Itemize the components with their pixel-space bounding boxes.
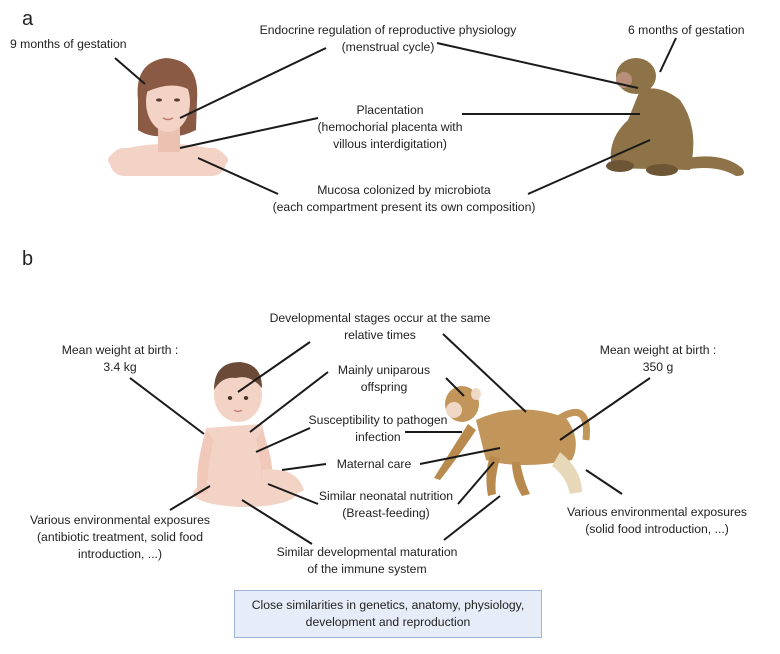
endocrine-label: Endocrine regulation of reproductive phy… <box>259 23 517 54</box>
developmental-stages-label: Developmental stages occur at the same r… <box>269 311 491 342</box>
human-birth-weight-label: Mean weight at birth : 3.4 kg <box>61 343 179 374</box>
immune-maturation-label: Similar developmental maturation of the … <box>276 545 458 576</box>
pathogen-label: Susceptibility to pathogen infection <box>308 413 448 444</box>
maternal-care-label: Maternal care <box>336 457 412 471</box>
mucosa-label: Mucosa colonized by microbiota (each com… <box>272 183 536 214</box>
uniparous-label: Mainly uniparous offspring <box>337 363 431 394</box>
panel-b-letter: b <box>22 248 34 270</box>
infant-macaque-illustration <box>434 386 590 496</box>
baby-illustration <box>193 362 304 507</box>
human-gestation-label: 9 months of gestation <box>10 37 127 51</box>
human-environment-label: Various environmental exposures (antibio… <box>30 513 210 561</box>
summary-box: Close similarities in genetics, anatomy,… <box>234 590 542 638</box>
placentation-label: Placentation (hemochorial placenta with … <box>317 103 463 151</box>
adult-macaque-illustration <box>606 58 744 176</box>
macaque-environment-label: Various environmental exposures (solid f… <box>567 505 747 536</box>
macaque-birth-weight-label: Mean weight at birth : 350 g <box>599 343 717 374</box>
panel-a-connectors <box>114 37 677 195</box>
panel-a-letter: a <box>22 8 34 30</box>
neonatal-nutrition-label: Similar neonatal nutrition (Breast-feedi… <box>318 489 454 520</box>
woman-illustration <box>108 58 228 176</box>
macaque-gestation-label: 6 months of gestation <box>628 23 745 37</box>
panel-b-connectors <box>129 333 651 545</box>
